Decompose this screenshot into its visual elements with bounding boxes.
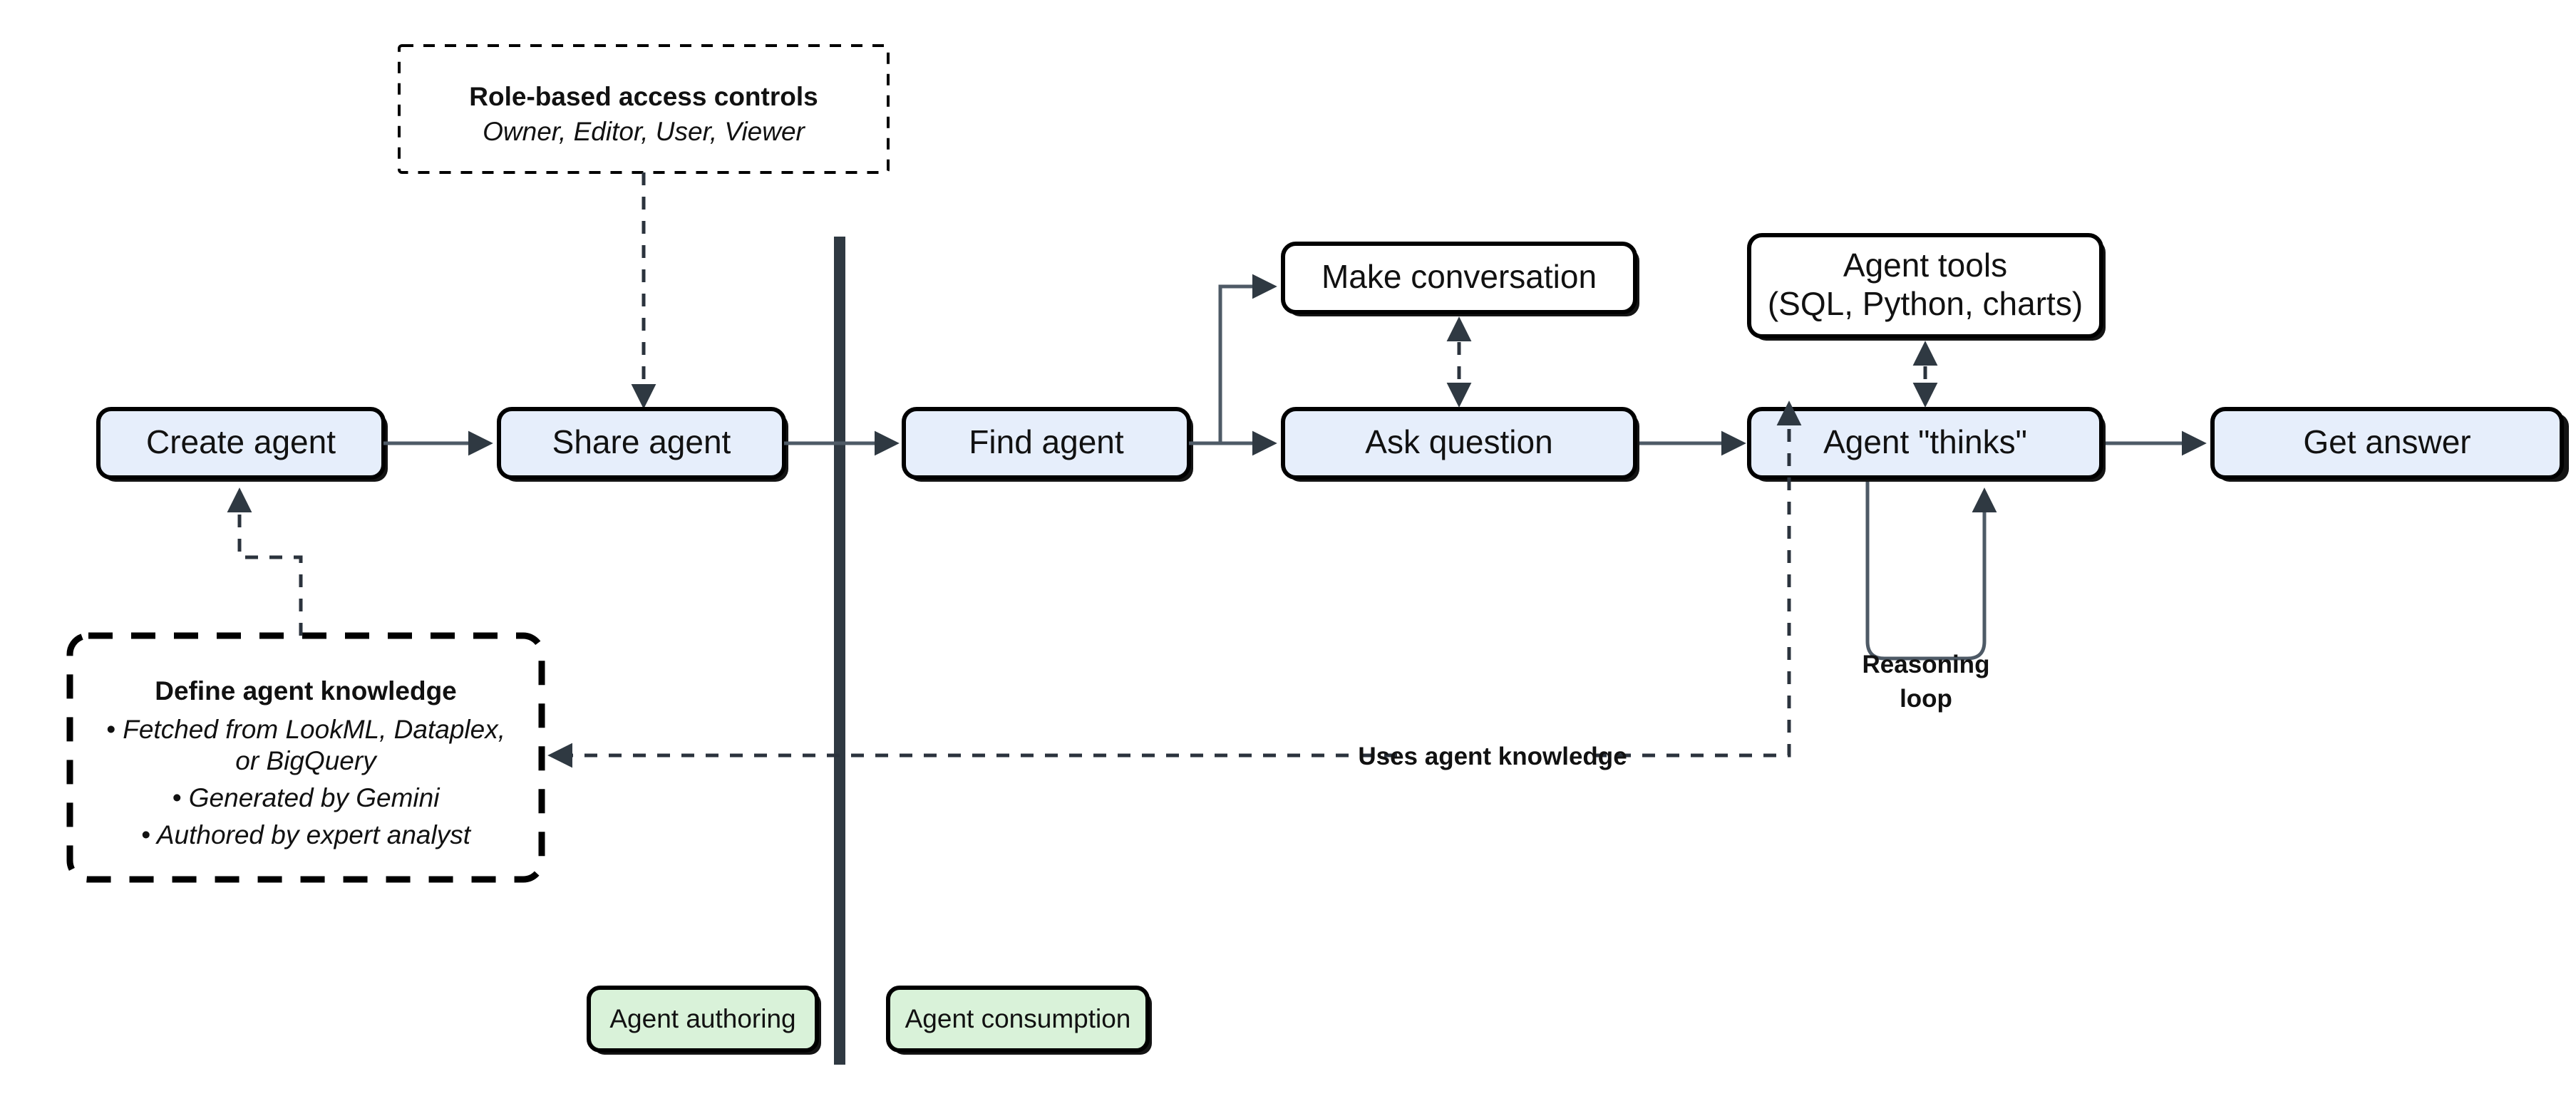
edge-uses-agent-knowledge-right xyxy=(1588,400,1802,758)
node-find-agent[interactable]: Find agent xyxy=(902,407,1193,482)
node-agent-tools[interactable]: Agent tools (SQL, Python, charts) xyxy=(1747,233,2106,341)
note-knowledge-line-2: • Generated by Gemini xyxy=(172,783,441,812)
node-agent-thinks-label: Agent "thinks" xyxy=(1823,423,2027,460)
reasoning-loop-label-line2: loop xyxy=(1900,685,1952,713)
reasoning-loop-label-line1: Reasoning xyxy=(1863,651,1990,678)
note-knowledge-line-3: • Authored by expert analyst xyxy=(141,820,472,849)
legend-agent-authoring[interactable]: Agent authoring xyxy=(587,986,821,1055)
node-get-answer-label: Get answer xyxy=(2303,423,2471,460)
node-share-agent-label: Share agent xyxy=(552,423,731,460)
node-create-agent-label: Create agent xyxy=(146,423,336,460)
edge-reasoning-loop xyxy=(1865,482,1997,661)
note-rbac-line-0: Owner, Editor, User, Viewer xyxy=(483,117,805,146)
node-make-conversation-label: Make conversation xyxy=(1322,258,1597,295)
node-agent-tools-label-line2: (SQL, Python, charts) xyxy=(1768,285,2083,322)
note-define-agent-knowledge: Define agent knowledge • Fetched from Lo… xyxy=(66,632,545,883)
node-agent-thinks[interactable]: Agent "thinks" xyxy=(1747,407,2106,482)
node-get-answer[interactable]: Get answer xyxy=(2210,407,2569,482)
edge-knowledge-to-create-agent xyxy=(227,487,303,636)
uses-agent-knowledge-label: Uses agent knowledge xyxy=(1358,743,1627,770)
note-knowledge-title: Define agent knowledge xyxy=(155,676,457,706)
node-share-agent[interactable]: Share agent xyxy=(497,407,788,482)
note-rbac: Role-based access controls Owner, Editor… xyxy=(398,44,890,174)
legend-agent-authoring-label: Agent authoring xyxy=(609,1004,795,1033)
node-ask-question-label: Ask question xyxy=(1365,423,1552,460)
legend-agent-consumption-label: Agent consumption xyxy=(905,1004,1131,1033)
section-divider xyxy=(834,237,845,1065)
node-ask-question[interactable]: Ask question xyxy=(1281,407,1639,482)
legend-agent-consumption[interactable]: Agent consumption xyxy=(886,986,1152,1055)
node-make-conversation[interactable]: Make conversation xyxy=(1281,242,1639,316)
edge-find-to-make-conversation xyxy=(1189,274,1277,445)
node-find-agent-label: Find agent xyxy=(969,423,1124,460)
note-knowledge-line-0: • Fetched from LookML, Dataplex, xyxy=(106,715,505,744)
node-agent-tools-label-line1: Agent tools xyxy=(1843,247,2007,284)
note-rbac-title: Role-based access controls xyxy=(469,82,818,111)
note-knowledge-line-1: or BigQuery xyxy=(235,746,378,775)
node-create-agent[interactable]: Create agent xyxy=(96,407,388,482)
